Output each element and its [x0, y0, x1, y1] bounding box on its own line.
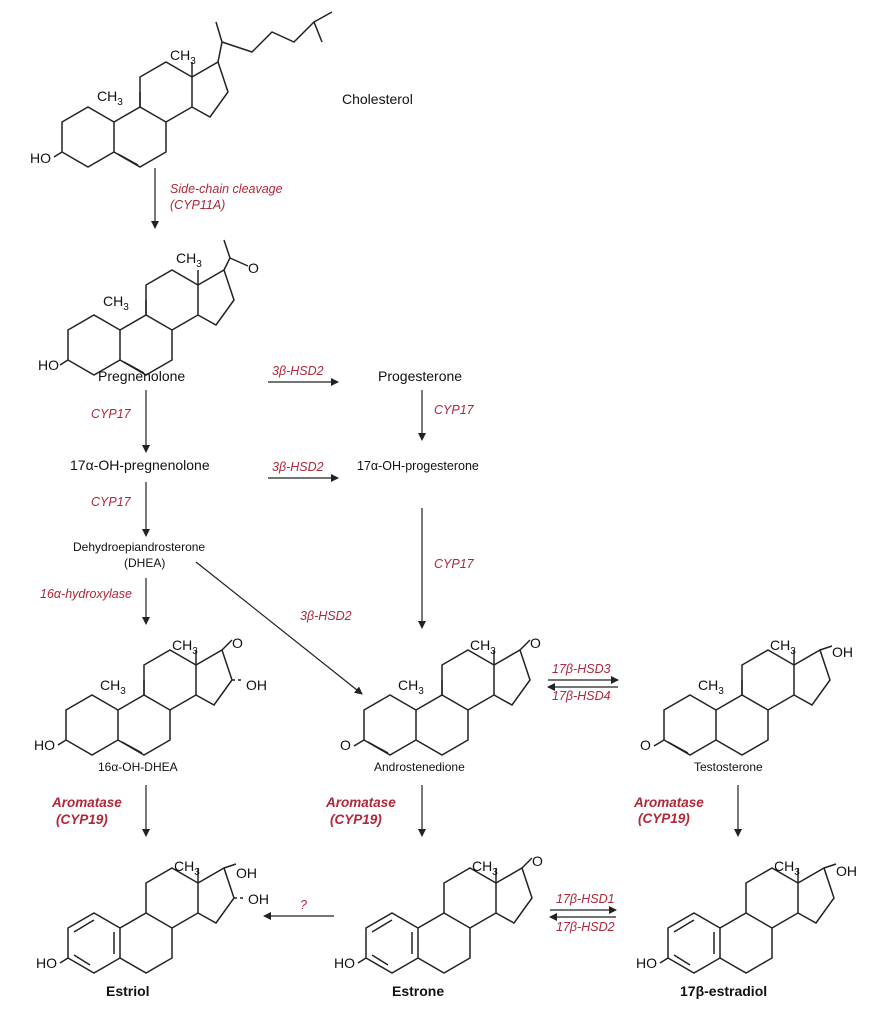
- enzyme-aromatase: Aromatase: [633, 795, 704, 810]
- enzyme-cyp19: (CYP19): [56, 812, 108, 827]
- estradiol-structure: [659, 863, 837, 974]
- ch3-atom: CH3: [698, 677, 724, 697]
- o-atom: O: [232, 635, 243, 651]
- ch3-atom: CH3: [176, 250, 202, 270]
- ch3-atom: CH3: [470, 637, 496, 657]
- enzyme-16a-hydroxylase: 16α-hydroxylase: [40, 587, 132, 601]
- o-atom: O: [248, 260, 259, 276]
- ch3-atom: CH3: [103, 293, 129, 313]
- estrone-structure: [357, 857, 533, 974]
- oh-atom: OH: [246, 677, 267, 693]
- o-atom: O: [640, 737, 651, 753]
- enzyme-side-chain-cleavage: Side-chain cleavage: [170, 182, 283, 196]
- ch3-atom: CH3: [472, 858, 498, 878]
- compound-androstenedione: Androstenedione: [374, 760, 465, 774]
- ho-atom: HO: [34, 737, 55, 753]
- compound-16a-oh-dhea: 16α-OH-DHEA: [98, 760, 178, 774]
- enzyme-17b-hsd2: 17β-HSD2: [556, 920, 615, 934]
- enzyme-cyp17: CYP17: [434, 557, 475, 571]
- enzyme-17b-hsd1: 17β-HSD1: [556, 892, 615, 906]
- ch3-atom: CH3: [172, 637, 198, 657]
- ch3-atom: CH3: [170, 47, 196, 67]
- ch3-atom: CH3: [174, 858, 200, 878]
- compound-cholesterol: Cholesterol: [342, 91, 413, 107]
- ch3-atom: CH3: [398, 677, 424, 697]
- o-atom: O: [340, 737, 351, 753]
- oh-atom: OH: [832, 644, 853, 660]
- enzyme-cyp19: (CYP19): [330, 812, 382, 827]
- compound-estriol: Estriol: [106, 983, 150, 999]
- enzyme-cyp17: CYP17: [91, 495, 132, 509]
- 16a-oh-dhea-structure: [57, 639, 244, 756]
- enzyme-cyp17: CYP17: [434, 403, 475, 417]
- enzyme-aromatase: Aromatase: [51, 795, 122, 810]
- reaction-arrow: [195, 561, 363, 695]
- compound-progesterone: Progesterone: [378, 368, 462, 384]
- oh-atom: OH: [236, 865, 257, 881]
- ho-atom: HO: [38, 357, 59, 373]
- o-atom: O: [530, 635, 541, 651]
- ho-atom: HO: [30, 150, 51, 166]
- compound-testosterone: Testosterone: [694, 760, 763, 774]
- enzyme-3b-hsd2: 3β-HSD2: [272, 364, 324, 378]
- oh-atom: OH: [836, 863, 857, 879]
- ho-atom: HO: [636, 955, 657, 971]
- unknown-enzyme: ?: [300, 898, 307, 912]
- compound-estrone: Estrone: [392, 983, 444, 999]
- compound-dhea-abbrev: (DHEA): [124, 556, 165, 570]
- ho-atom: HO: [334, 955, 355, 971]
- compound-17b-estradiol: 17β-estradiol: [680, 983, 767, 999]
- oh-atom: OH: [248, 891, 269, 907]
- compound-17oh-progesterone: 17α-OH-progesterone: [357, 459, 479, 473]
- enzyme-17b-hsd3: 17β-HSD3: [552, 662, 611, 676]
- androstenedione-structure: [353, 639, 531, 756]
- compound-dhea: Dehydroepiandrosterone: [73, 540, 205, 554]
- compound-pregnenolone: Pregnenolone: [98, 368, 185, 384]
- enzyme-3b-hsd2: 3β-HSD2: [272, 460, 324, 474]
- enzyme-cyp19: (CYP19): [638, 811, 690, 826]
- o-atom: O: [532, 853, 543, 869]
- ch3-atom: CH3: [770, 637, 796, 657]
- cholesterol-structure: [53, 11, 333, 168]
- ho-atom: HO: [36, 955, 57, 971]
- testosterone-structure: [653, 645, 833, 756]
- enzyme-3b-hsd2: 3β-HSD2: [300, 609, 352, 623]
- ch3-atom: CH3: [774, 858, 800, 878]
- compound-17oh-pregnenolone: 17α-OH-pregnenolone: [70, 457, 210, 473]
- enzyme-17b-hsd4: 17β-HSD4: [552, 689, 611, 703]
- enzyme-aromatase: Aromatase: [325, 795, 396, 810]
- pregnenolone-structure: [59, 239, 249, 376]
- enzyme-cyp17: CYP17: [91, 407, 132, 421]
- ch3-atom: CH3: [100, 677, 126, 697]
- ch3-atom: CH3: [97, 88, 123, 108]
- enzyme-cyp11a: (CYP11A): [170, 198, 225, 212]
- estriol-structure: [59, 863, 246, 974]
